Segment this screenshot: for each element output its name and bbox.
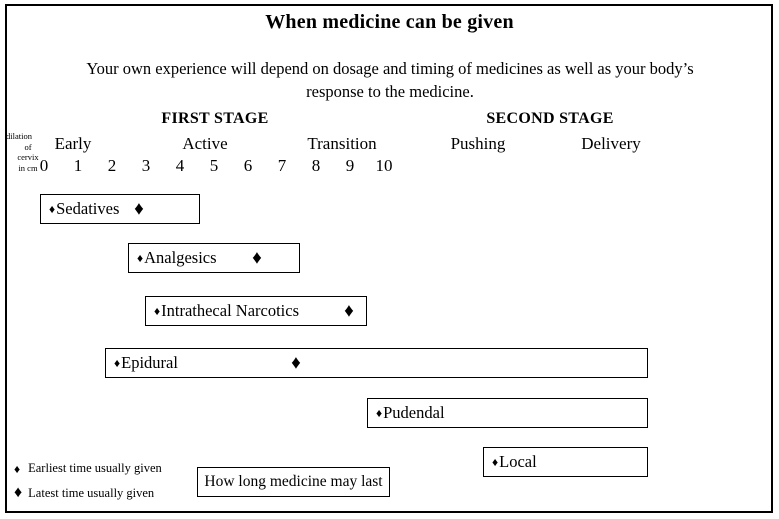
axis-tick-0: 0 <box>39 156 49 175</box>
diamond-small-icon: ♦ <box>492 455 499 469</box>
medicine-bar-label: ♦Intrathecal Narcotics <box>154 301 299 321</box>
axis-tick-8: 8 <box>311 156 321 175</box>
diamond-small-icon: ♦ <box>137 251 144 265</box>
diamond-large-icon: ♦ <box>344 300 354 322</box>
axis-tick-6: 6 <box>243 156 253 175</box>
axis-label-dilation: dilation of cervix in cm <box>6 131 50 173</box>
medicine-name: Intrathecal Narcotics <box>161 301 300 320</box>
legend-latest-marker: ♦ Latest time usually given <box>14 485 154 501</box>
diamond-large-icon: ♦ <box>252 247 262 269</box>
legend-duration-box: How long medicine may last <box>197 467 390 497</box>
phase-label-transition: Transition <box>307 134 377 153</box>
medicine-bar-label: ♦Local <box>492 452 537 472</box>
medicine-bar-sedatives: ♦Sedatives♦ <box>40 194 200 224</box>
page-subtitle: Your own experience will depend on dosag… <box>86 59 694 101</box>
phase-label-pushing: Pushing <box>450 134 506 153</box>
axis-tick-10: 10 <box>375 156 393 175</box>
medicine-bar-label: ♦Analgesics <box>137 248 217 268</box>
axis-label-line-4: in cm <box>18 162 38 173</box>
medicine-bar-label: ♦Pudendal <box>376 403 445 423</box>
diamond-small-icon: ♦ <box>376 406 383 420</box>
phase-label-delivery: Delivery <box>581 134 641 153</box>
medicine-name: Epidural <box>121 353 178 372</box>
medicine-bar-label: ♦Epidural <box>114 353 178 373</box>
axis-tick-4: 4 <box>175 156 185 175</box>
diamond-large-icon: ♦ <box>14 484 23 501</box>
medicine-bar-epidural: ♦Epidural♦ <box>105 348 648 378</box>
medicine-bar-pudendal: ♦Pudendal <box>367 398 648 428</box>
diamond-small-icon: ♦ <box>14 461 21 476</box>
medicine-name: Analgesics <box>144 248 217 267</box>
axis-tick-5: 5 <box>209 156 219 175</box>
medicine-bar-analgesics: ♦Analgesics♦ <box>128 243 300 273</box>
diamond-large-icon: ♦ <box>134 198 144 220</box>
medicine-bar-label: ♦Sedatives <box>49 199 119 219</box>
stage-header-first: FIRST STAGE <box>161 110 269 127</box>
legend-earliest-label: Earliest time usually given <box>28 461 162 475</box>
stage-header-second: SECOND STAGE <box>486 110 614 127</box>
legend-earliest-marker: ♦ Earliest time usually given <box>14 461 162 476</box>
axis-tick-2: 2 <box>107 156 117 175</box>
diamond-small-icon: ♦ <box>49 202 56 216</box>
axis-label-line-1: dilation <box>6 131 32 141</box>
axis-tick-3: 3 <box>141 156 151 175</box>
phase-label-active: Active <box>182 134 228 153</box>
medicine-bar-intrathecal-narcotics: ♦Intrathecal Narcotics♦ <box>145 296 367 326</box>
page-title: When medicine can be given <box>265 11 514 33</box>
medicine-name: Pudendal <box>383 403 445 422</box>
legend-latest-label: Latest time usually given <box>28 485 155 500</box>
axis-label-line-3: cervix <box>17 152 39 162</box>
diamond-small-icon: ♦ <box>114 356 121 370</box>
axis-tick-9: 9 <box>345 156 355 175</box>
diamond-small-icon: ♦ <box>154 304 161 318</box>
axis-tick-7: 7 <box>277 156 287 175</box>
diamond-large-icon: ♦ <box>291 352 301 374</box>
medicine-name: Local <box>499 452 537 471</box>
axis-tick-1: 1 <box>73 156 83 175</box>
medicine-bar-local: ♦Local <box>483 447 648 477</box>
phase-label-early: Early <box>54 134 92 153</box>
medicine-name: Sedatives <box>56 199 120 218</box>
axis-label-line-2: of <box>24 141 32 152</box>
chart-border <box>5 4 773 513</box>
